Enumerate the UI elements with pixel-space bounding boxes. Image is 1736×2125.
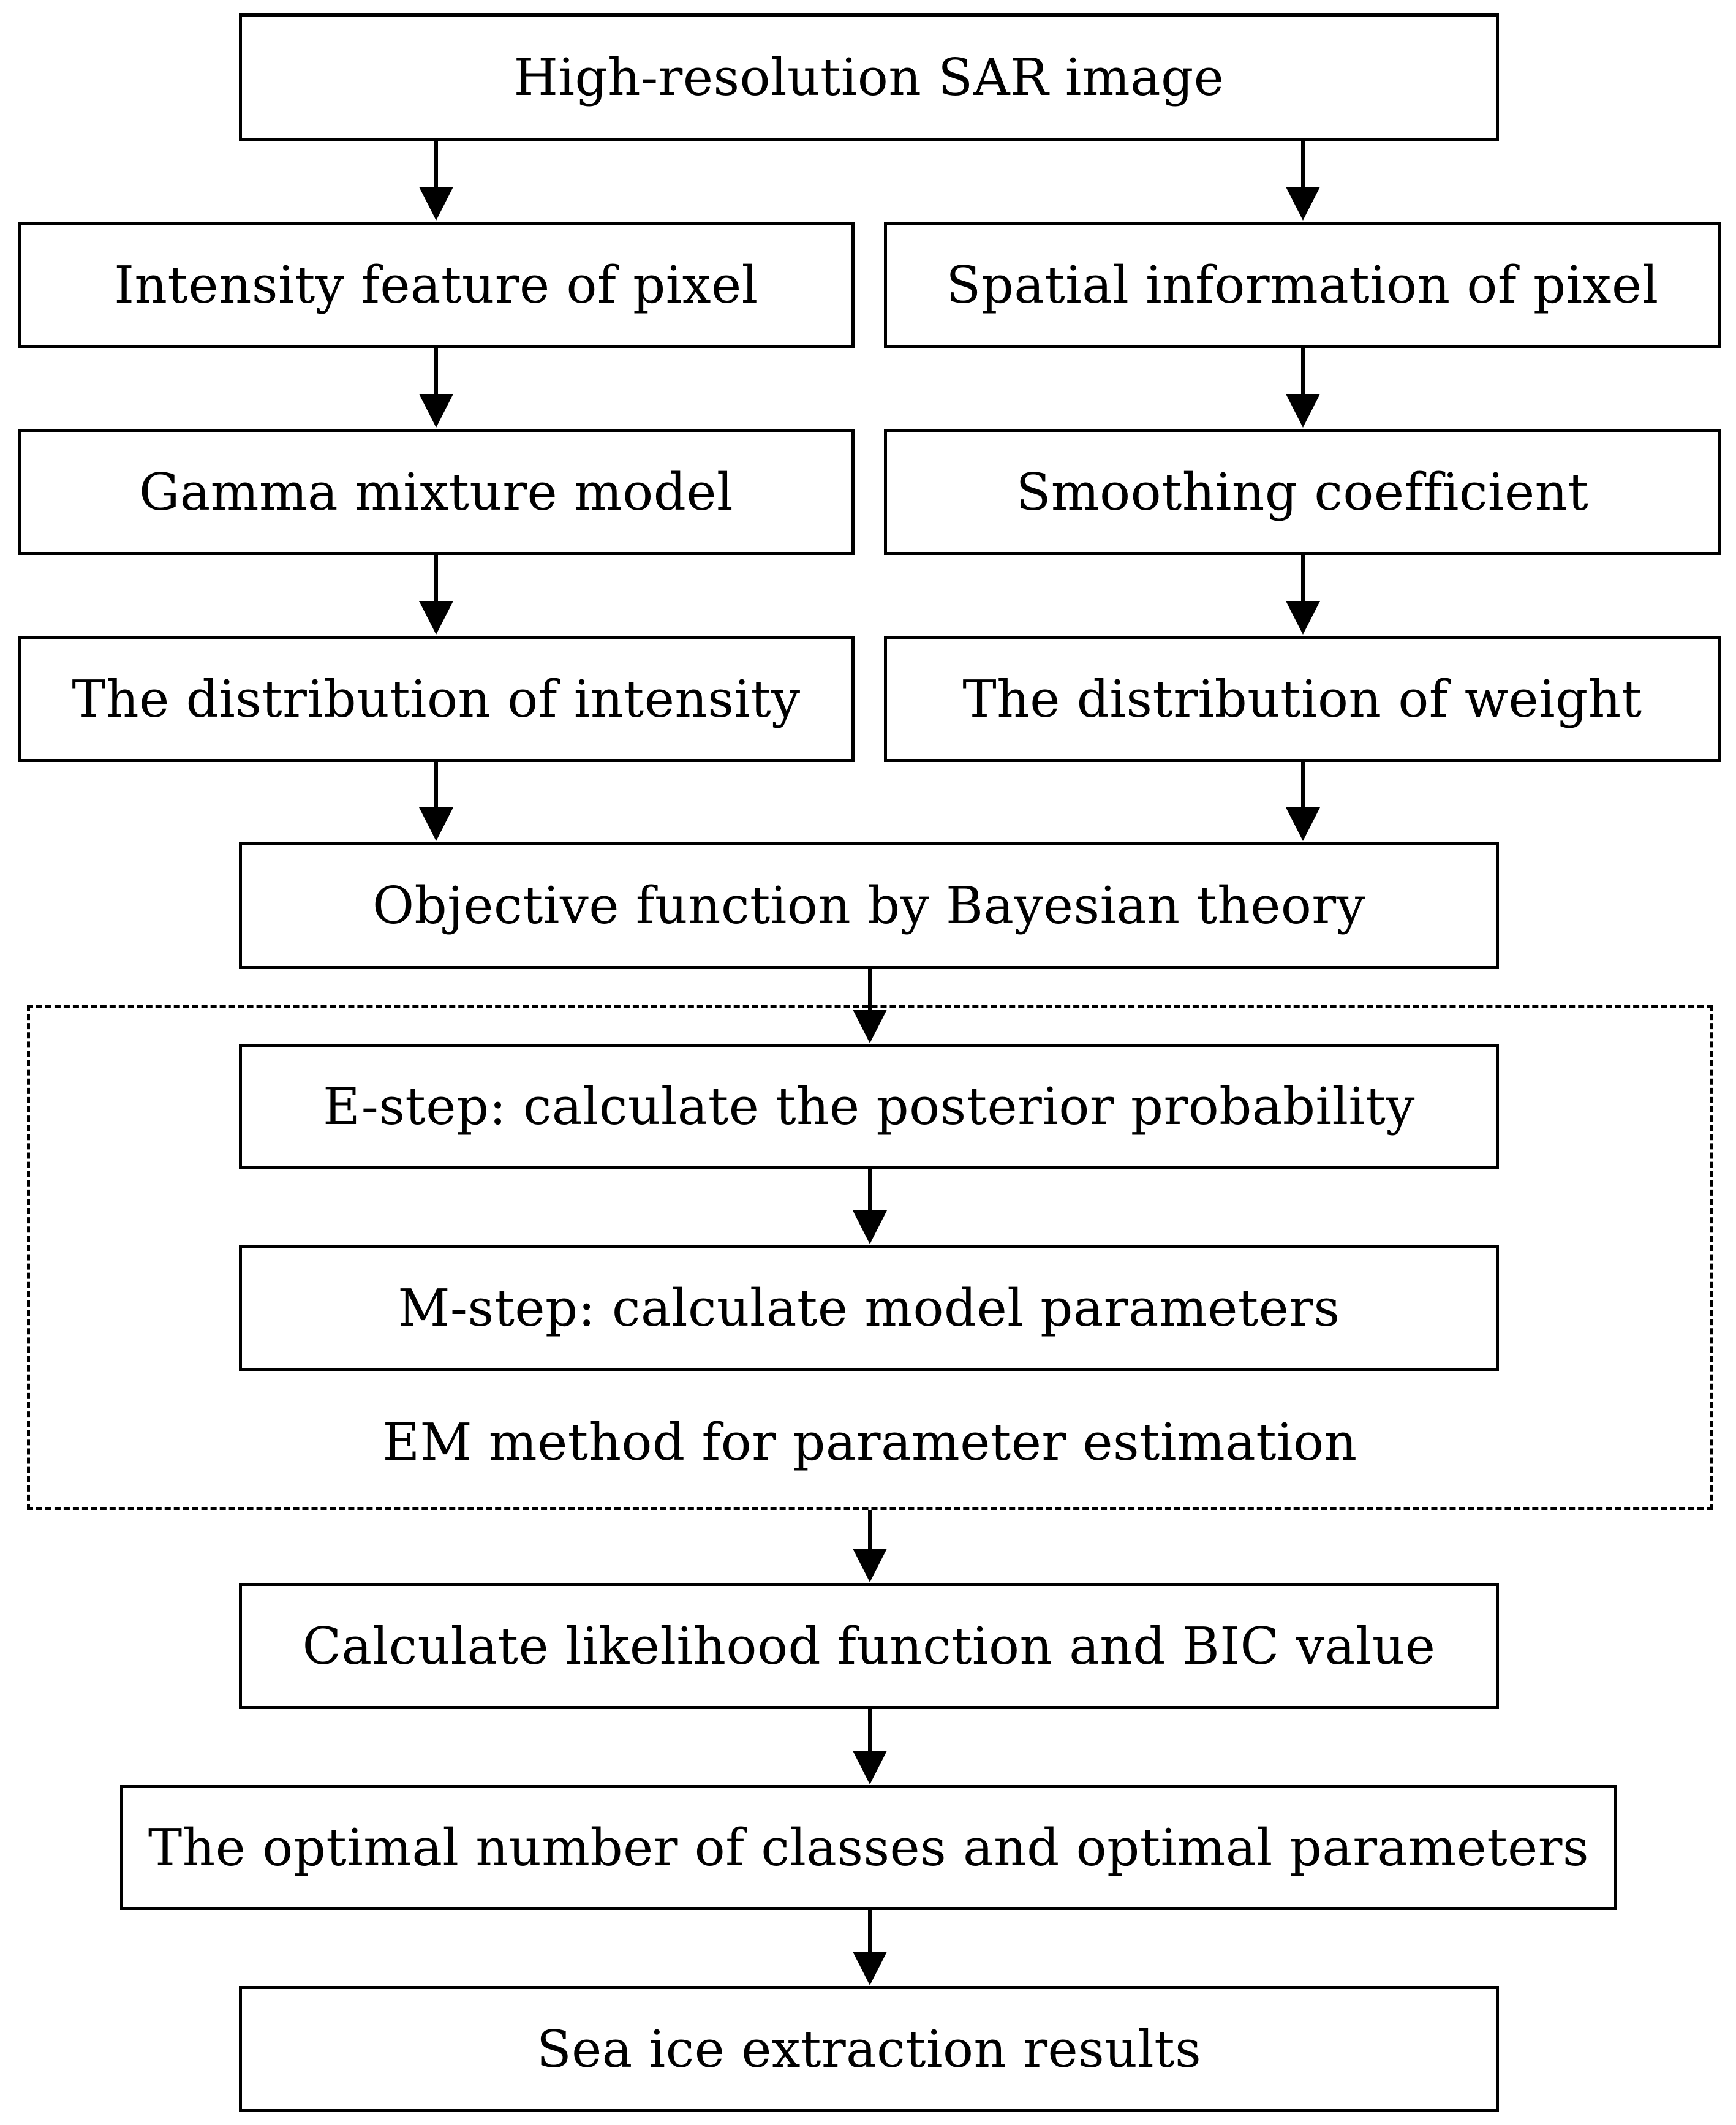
node-optimal-classes: The optimal number of classes and optima… [120, 1785, 1617, 1910]
arrow-dist-intensity-to-objective [419, 762, 453, 841]
arrow-spatial-to-smoothing [1286, 348, 1320, 428]
arrow-objective-to-estep [853, 969, 887, 1043]
node-distribution-weight: The distribution of weight [884, 636, 1721, 762]
arrow-estep-to-mstep [853, 1169, 887, 1244]
em-group-dashed-box [27, 1005, 1713, 1510]
arrow-smoothing-to-dist-weight [1286, 555, 1320, 635]
node-gamma-mixture-model: Gamma mixture model [18, 429, 855, 555]
arrow-likelihood-to-optimal [853, 1709, 887, 1784]
arrow-optimal-to-results [853, 1910, 887, 1985]
arrow-sar-to-intensity [419, 141, 453, 221]
node-likelihood-bic: Calculate likelihood function and BIC va… [239, 1583, 1499, 1709]
node-sar-image: High-resolution SAR image [239, 13, 1499, 141]
node-spatial-information: Spatial information of pixel [884, 222, 1721, 348]
node-objective-function: Objective function by Bayesian theory [239, 842, 1499, 969]
node-distribution-intensity: The distribution of intensity [18, 636, 855, 762]
node-smoothing-coefficient: Smoothing coefficient [884, 429, 1721, 555]
node-sea-ice-results: Sea ice extraction results [239, 1986, 1499, 2112]
em-group-label: EM method for parameter estimation [382, 1413, 1357, 1472]
arrow-dist-weight-to-objective [1286, 762, 1320, 841]
node-e-step: E-step: calculate the posterior probabil… [239, 1044, 1499, 1169]
arrow-em-to-likelihood [853, 1510, 887, 1582]
node-m-step: M-step: calculate model parameters [239, 1245, 1499, 1371]
arrow-gamma-to-dist-intensity [419, 555, 453, 635]
arrow-intensity-to-gamma [419, 348, 453, 428]
arrow-sar-to-spatial [1286, 141, 1320, 221]
node-intensity-feature: Intensity feature of pixel [18, 222, 855, 348]
